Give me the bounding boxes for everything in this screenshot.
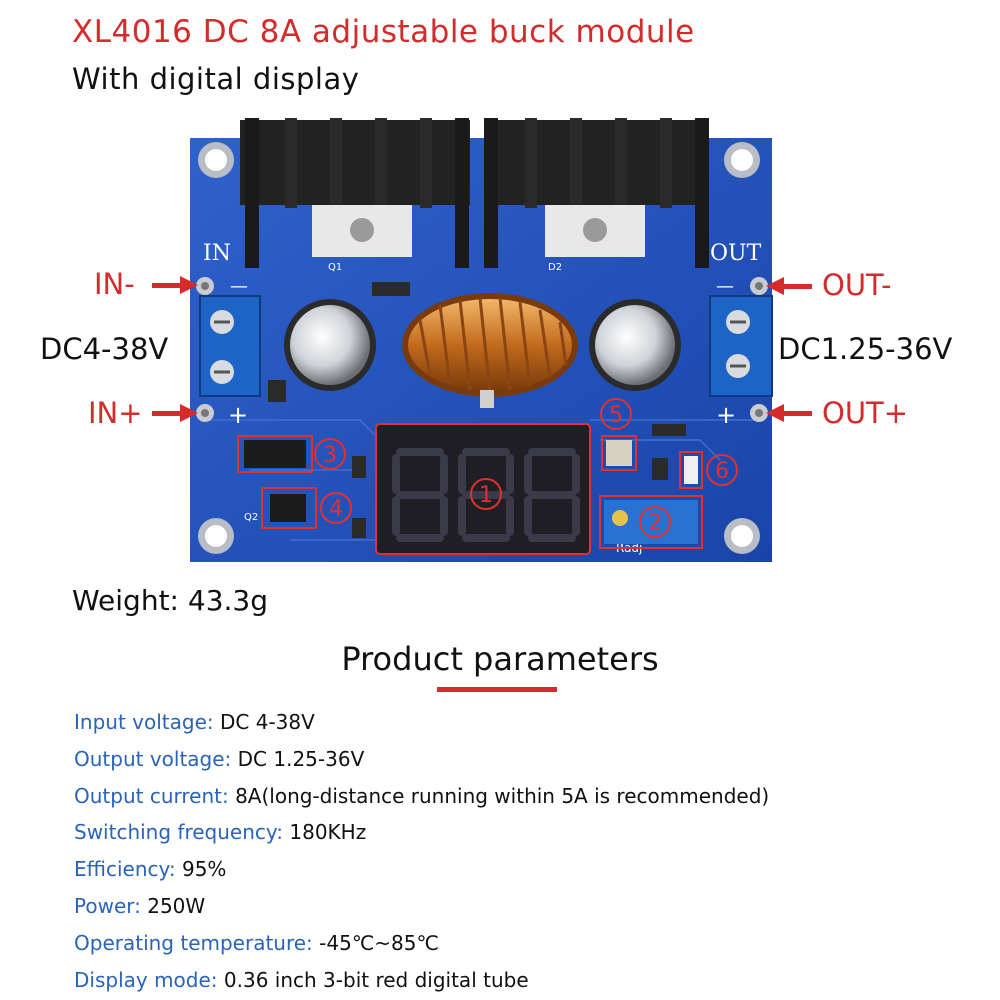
heatsink-right: [484, 118, 709, 268]
param-value: 8A(long-distance running within 5A is re…: [235, 783, 770, 808]
seven-segment-display: [375, 423, 591, 555]
param-key: Display mode:: [74, 967, 224, 992]
param-key: Operating temperature:: [74, 930, 320, 955]
product-title: XL4016 DC 8A adjustable buck module: [72, 14, 695, 50]
terminal-pad-icon: [196, 277, 768, 422]
in-minus-label: IN-: [94, 267, 135, 301]
param-item: Output voltage: DC 1.25-36V: [74, 743, 769, 780]
component-3: [244, 440, 306, 468]
heatsink-left: [240, 118, 470, 268]
component-4: [270, 494, 306, 522]
silkscreen-minus-out: —: [716, 276, 734, 297]
section-title: Product parameters: [341, 640, 659, 678]
param-key: Output current:: [74, 783, 236, 808]
param-key: Efficiency:: [74, 857, 182, 882]
out-plus-label: OUT+: [822, 396, 909, 430]
in-plus-label: IN+: [88, 396, 143, 430]
marker-2: 2: [648, 511, 662, 536]
out-minus-label: OUT-: [822, 268, 892, 302]
marker-6: 6: [715, 459, 729, 484]
param-value: -45℃~85℃: [319, 930, 439, 955]
param-key: Input voltage:: [74, 710, 220, 734]
capacitor-left: [284, 299, 376, 391]
silkscreen-in: IN: [203, 241, 231, 266]
param-item: Power: 250W: [74, 890, 769, 927]
param-value: DC 4-38V: [219, 710, 315, 734]
input-range-label: DC4-38V: [40, 332, 169, 366]
param-value: 95%: [181, 857, 227, 882]
product-subtitle: With digital display: [72, 62, 360, 96]
output-screw-terminal: [709, 295, 773, 397]
silkscreen-d2: D2: [548, 262, 562, 273]
section-underline: [437, 687, 557, 692]
capacitor-right: [589, 299, 681, 391]
marker-5: 5: [609, 403, 623, 428]
marker-3: 3: [323, 443, 337, 468]
output-range-label: DC1.25-36V: [778, 332, 953, 366]
silkscreen-minus-in: —: [230, 276, 248, 297]
arrow-icon: [152, 276, 812, 422]
weight-label: Weight: 43.3g: [72, 584, 268, 617]
param-item: Efficiency: 95%: [74, 853, 769, 890]
silkscreen-out: OUT: [710, 241, 762, 266]
marker-4: 4: [329, 497, 343, 522]
param-value: 180KHz: [289, 820, 367, 845]
component-5: [606, 440, 632, 466]
param-key: Output voltage:: [74, 746, 238, 771]
silkscreen-q1: Q1: [328, 262, 342, 273]
component-6: [684, 456, 698, 484]
param-item: Output current: 8A(long-distance running…: [74, 780, 769, 817]
param-item: Operating temperature: -45℃~85℃: [74, 927, 769, 964]
param-item: Switching frequency: 180KHz: [74, 816, 769, 853]
param-item: Input voltage: DC 4-38V: [74, 706, 769, 743]
param-value: 250W: [147, 893, 206, 918]
buck-module-board-image: IN OUT Q1 D2 Q2 Radj — — + +: [152, 118, 812, 562]
silkscreen-plus-in: +: [228, 401, 248, 429]
param-key: Switching frequency:: [74, 820, 290, 845]
parameter-list: Input voltage: DC 4-38V Output voltage: …: [74, 706, 769, 1000]
marker-1: 1: [479, 483, 493, 508]
param-value: DC 1.25-36V: [237, 746, 365, 771]
param-value: 0.36 inch 3-bit red digital tube: [223, 967, 529, 992]
silkscreen-q2: Q2: [244, 512, 258, 523]
inductor-coil: [402, 293, 578, 408]
mounting-hole-icon: [198, 142, 760, 554]
input-screw-terminal: [199, 295, 261, 397]
param-key: Power:: [74, 893, 148, 918]
param-item: Display mode: 0.36 inch 3-bit red digita…: [74, 964, 769, 1000]
silkscreen-plus-out: +: [716, 401, 736, 429]
smd-components: [268, 282, 686, 538]
